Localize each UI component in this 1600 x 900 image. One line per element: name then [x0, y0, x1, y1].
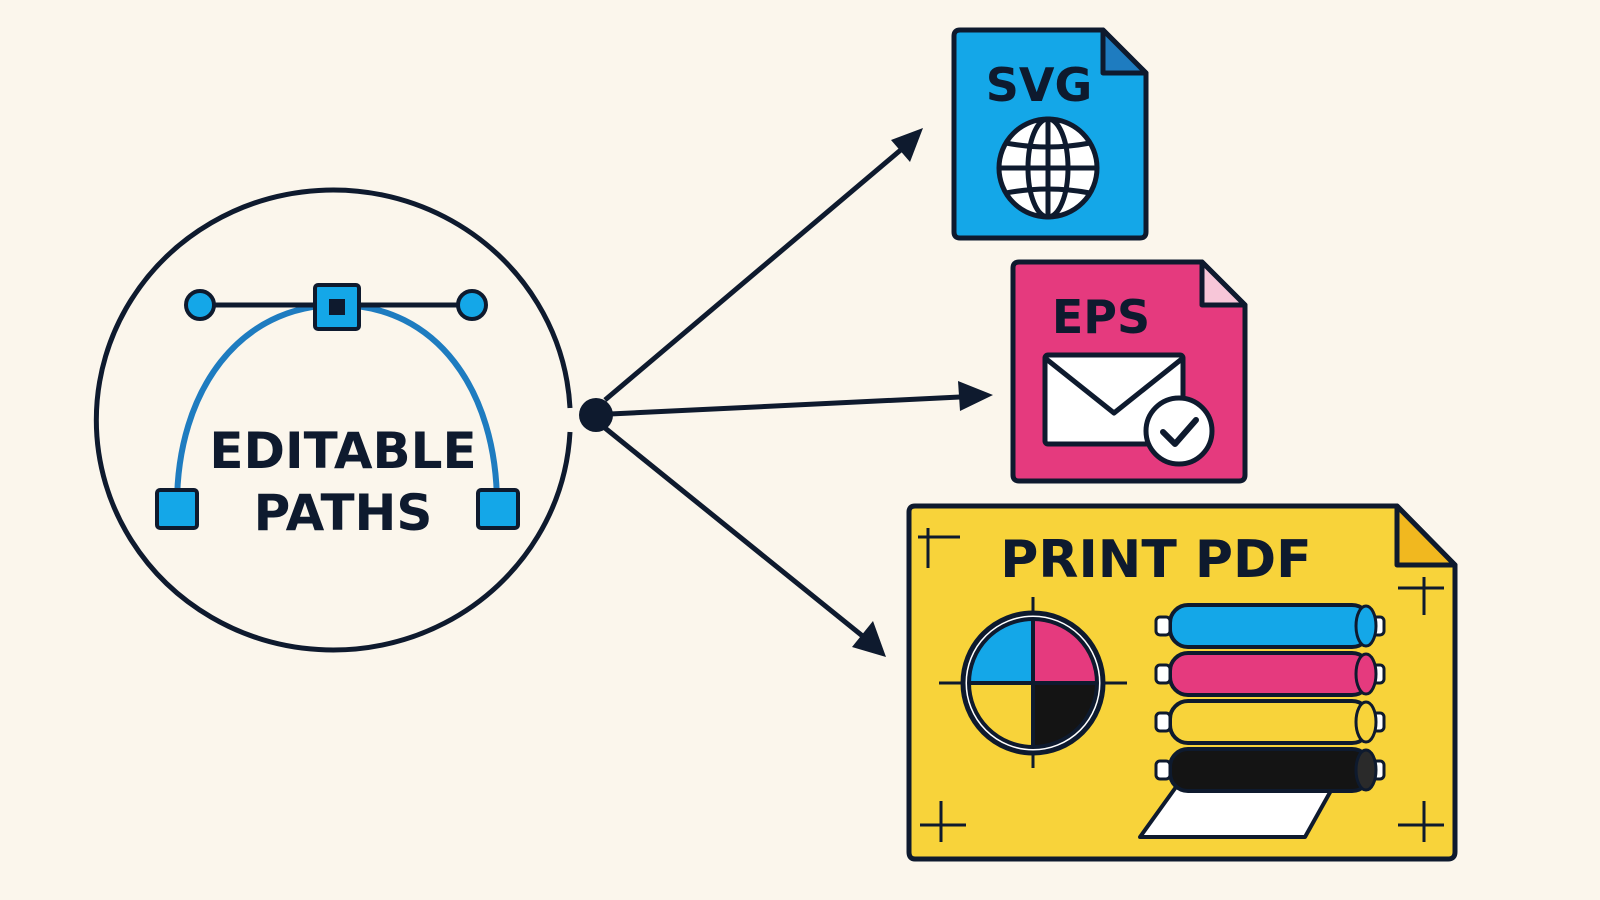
globe-icon [996, 116, 1100, 220]
editable-paths-node: EDITABLE PATHS [93, 187, 573, 653]
anchor-point-left [155, 488, 199, 530]
source-label-line2: PATHS [254, 484, 433, 542]
pdf-file-corner-fold [1394, 503, 1458, 568]
pdf-file-label: PRINT PDF [1000, 530, 1311, 590]
svg-file-corner-fold [1100, 27, 1149, 76]
arrow-head-svg [891, 128, 923, 162]
eps-file-corner-fold [1199, 259, 1248, 308]
arrow-head-eps [958, 381, 993, 411]
control-handle-right [456, 289, 488, 321]
svg-file-label: SVG [986, 58, 1093, 112]
arrow-to-eps [609, 394, 961, 417]
anchor-point-top-center [329, 299, 345, 315]
eps-file-card: EPS [1010, 259, 1248, 484]
branch-node [579, 398, 613, 432]
roller-cyan [1154, 603, 1386, 649]
envelope-check-icon [1042, 352, 1215, 467]
press-rollers-icon [1138, 603, 1386, 839]
source-circle-outline [93, 187, 573, 653]
roller-black [1154, 747, 1386, 793]
roller-magenta [1154, 651, 1386, 697]
paper-sheet [1138, 785, 1335, 839]
roller-yellow [1154, 699, 1386, 745]
connectors [579, 128, 993, 657]
crop-marks [918, 528, 1444, 842]
control-handle-left [184, 289, 216, 321]
print-pdf-file-card: PRINT PDF [906, 503, 1458, 862]
svg-file-card: SVG [951, 27, 1149, 241]
source-label-line1: EDITABLE [209, 422, 476, 480]
anchor-point-right [476, 488, 520, 530]
arrow-head-pdf [852, 621, 886, 657]
arrow-to-svg [603, 146, 905, 402]
registration-mark-icon [939, 597, 1127, 768]
arrow-to-pdf [603, 426, 867, 640]
eps-file-label: EPS [1052, 290, 1150, 344]
